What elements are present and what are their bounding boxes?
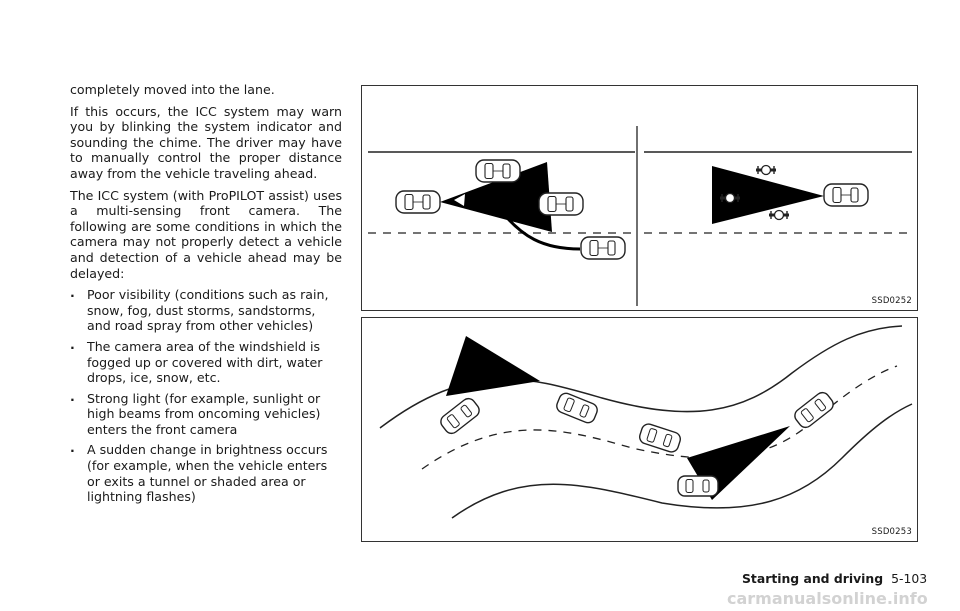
list-item: . Strong light (for example, sunlight or … — [70, 388, 342, 438]
bullet-dot: . — [70, 336, 75, 352]
vehicle-far-lane — [791, 389, 837, 431]
footer-section-title: Starting and driving — [742, 571, 884, 586]
list-item: . A sudden change in brightness occurs (f… — [70, 440, 342, 505]
list-item-text: The camera area of the windshield is fog… — [87, 338, 323, 386]
bullet-dot: . — [70, 388, 75, 404]
list-item-text: A sudden change in brightness occurs (fo… — [87, 442, 328, 505]
figure-lane-detection: SSD0252 — [361, 85, 918, 311]
list-item: . The camera area of the windshield is fo… — [70, 336, 342, 386]
motorcycle-icon — [754, 164, 778, 176]
motorcycle-icon — [767, 209, 791, 221]
paragraph-camera: The ICC system (with ProPILOT assist) us… — [70, 187, 342, 281]
vehicle-ahead-lane — [475, 159, 521, 183]
figure-code: SSD0252 — [871, 296, 912, 306]
paragraph-lane: completely moved into the lane. — [70, 82, 275, 97]
cut-in-vehicle — [580, 236, 626, 260]
vehicle-ahead-right — [538, 192, 584, 216]
arrow-icon — [454, 194, 465, 206]
vehicle-ahead-curve — [637, 421, 683, 455]
vehicle-oncoming — [437, 395, 483, 437]
bullet-dot: . — [70, 285, 75, 301]
bullet-dot: . — [70, 440, 75, 456]
host-vehicle-curve — [554, 390, 600, 426]
watermark-text: carmanualsonline.info — [727, 589, 928, 608]
paragraph-warning: If this occurs, the ICC system may warn … — [70, 103, 342, 181]
host-vehicle-lower — [677, 475, 719, 497]
host-vehicle-left — [395, 190, 441, 214]
figure-curved-road: SSD0253 — [361, 317, 918, 542]
host-vehicle-right — [823, 183, 869, 207]
page-footer: Starting and driving 5-103 — [742, 571, 927, 586]
figure-code: SSD0253 — [871, 527, 912, 537]
body-text-column: completely moved into the lane. If this … — [70, 82, 342, 510]
lane-detection-illustration — [368, 126, 912, 306]
list-item: . Poor visibility (conditions such as rai… — [70, 285, 342, 334]
list-item-text: Poor visibility (conditions such as rain… — [87, 287, 329, 334]
list-item-text: Strong light (for example, sunlight or h… — [87, 390, 321, 437]
curved-road-illustration — [379, 325, 913, 519]
condition-list: . Poor visibility (conditions such as rai… — [70, 285, 342, 505]
page-number: 5-103 — [891, 571, 928, 586]
